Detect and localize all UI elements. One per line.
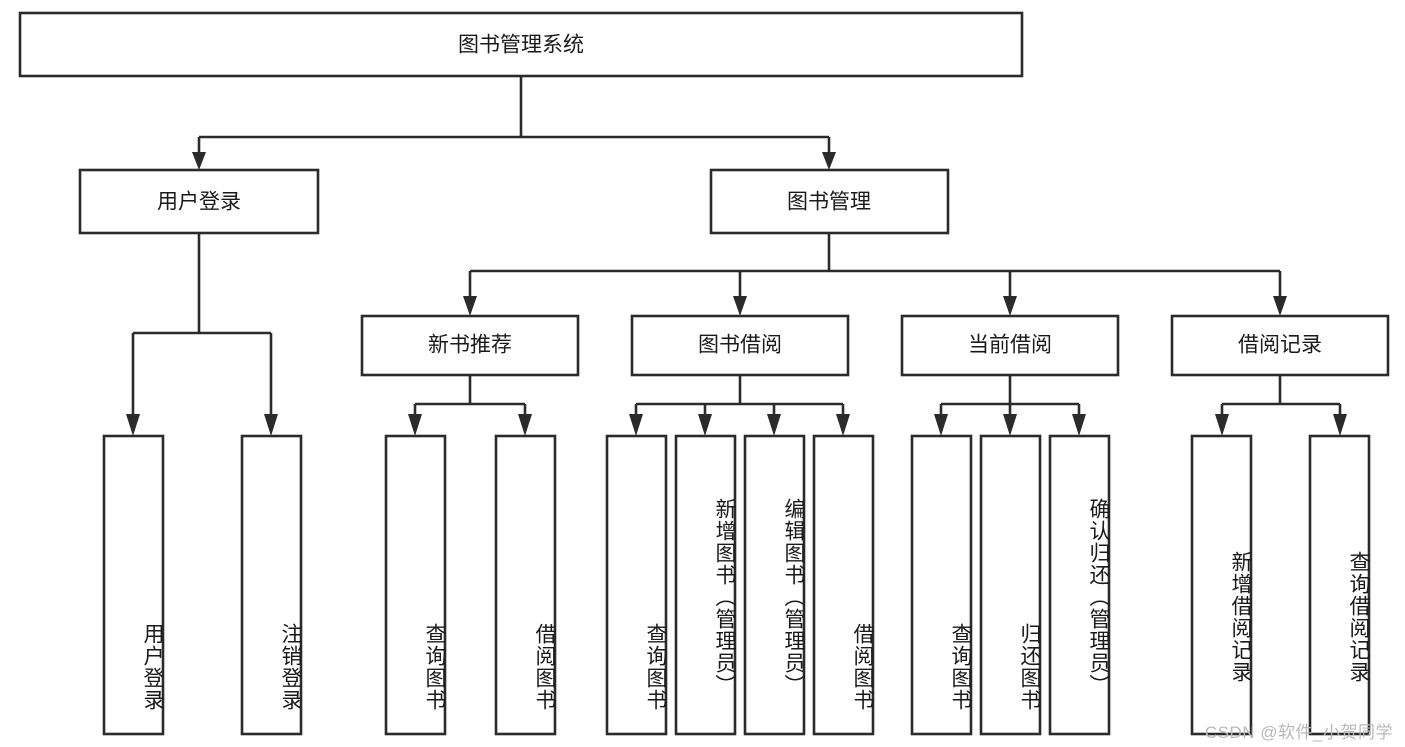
node-book-borrow-label: 图书借阅 (698, 334, 782, 357)
leaf-box-return-book[interactable] (979, 434, 1042, 736)
leaf-box-add-book-admin[interactable] (674, 434, 737, 736)
leaf-box-query-book-rec[interactable] (384, 434, 447, 736)
node-new-book-recommend-label: 新书推荐 (428, 334, 512, 357)
watermark-label: CSDN @软件_小贺同学 (1204, 723, 1393, 742)
node-borrow-record-label: 借阅记录 (1238, 334, 1322, 357)
leaf-box-query-book-current[interactable] (910, 434, 973, 736)
leaf-box-user-login[interactable] (102, 434, 165, 736)
node-book-borrow-box[interactable] (630, 314, 850, 377)
node-new-book-recommend-box[interactable] (360, 314, 580, 377)
leaf-box-confirm-return-admin[interactable] (1048, 434, 1111, 736)
leaf-box-query-book-borrow[interactable] (605, 434, 668, 736)
node-book-management-box[interactable] (709, 168, 950, 235)
connector-userlogin-to-leaves (126, 233, 278, 436)
leaf-box-borrow-book[interactable] (812, 434, 875, 736)
connector-borrow-to-leaves (629, 375, 850, 436)
node-book-management-label: 图书管理 (787, 191, 871, 214)
node-borrow-record-box[interactable] (1170, 314, 1390, 377)
leaf-box-borrow-book-rec[interactable] (494, 434, 557, 736)
connector-newbook-to-leaves (408, 375, 532, 436)
connector-record-to-leaves (1215, 375, 1347, 436)
connector-current-to-leaves (934, 375, 1086, 436)
connector-root-to-level2 (192, 76, 836, 170)
node-root-box[interactable] (18, 11, 1024, 78)
leaf-box-add-borrow-record[interactable] (1190, 434, 1253, 736)
node-root-label: 图书管理系统 (458, 34, 584, 57)
node-user-login-label: 用户登录 (157, 191, 241, 214)
node-user-login-box[interactable] (78, 168, 320, 235)
leaf-box-logout[interactable] (240, 434, 303, 736)
node-current-borrow-box[interactable] (900, 314, 1120, 377)
connector-bookmgmt-to-level3 (463, 233, 1287, 316)
leaf-box-query-borrow-record[interactable] (1308, 434, 1371, 736)
node-current-borrow-label: 当前借阅 (968, 334, 1052, 357)
leaf-box-edit-book-admin[interactable] (743, 434, 806, 736)
